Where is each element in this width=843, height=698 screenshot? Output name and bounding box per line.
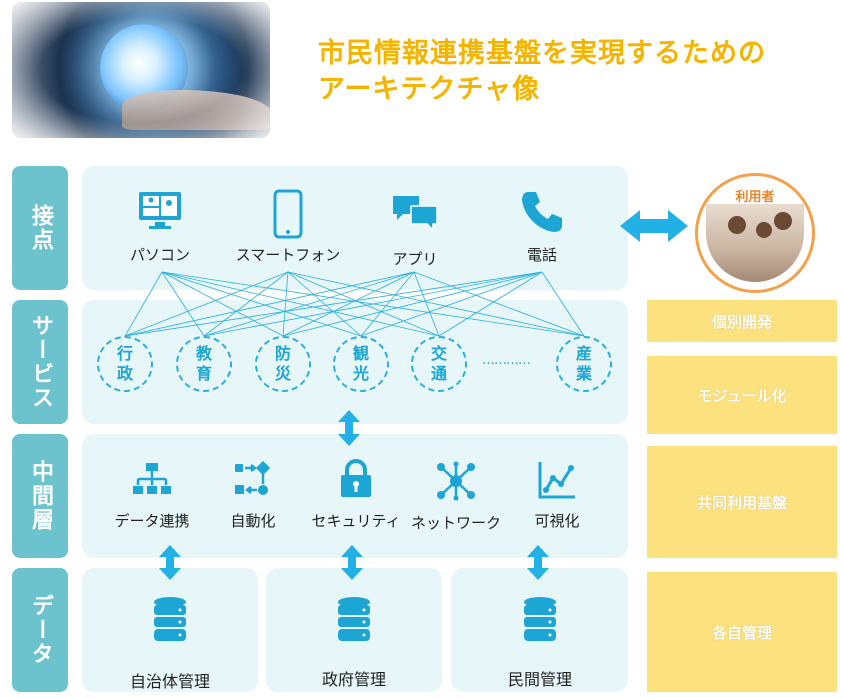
touchpoint-label: 電話 (526, 246, 557, 264)
touchpoint-panel (82, 166, 628, 290)
service-circle: 交通 (411, 336, 467, 392)
mesh-line (124, 271, 163, 337)
middleware-label: ネットワーク (410, 514, 501, 532)
service-circle: 教育 (176, 336, 232, 392)
data-store-private: 民間管理 (488, 596, 592, 690)
vertical-arrows (159, 410, 549, 580)
data-store-label: 自治体管理 (129, 672, 210, 691)
mesh-line (413, 271, 440, 337)
workflow-icon (235, 460, 271, 495)
pc-video-icon (139, 192, 181, 229)
lock-icon (341, 459, 371, 497)
touchpoint-phone: 電話 (510, 190, 574, 265)
side-label-self: 各自管理 (647, 572, 837, 692)
layer-tab-service: サービス (12, 300, 68, 424)
mesh-line (438, 271, 543, 337)
database-icon (524, 597, 556, 641)
org-chart-icon (133, 463, 171, 494)
page-title: 市民情報連携基盤を実現するための アーキテクチャ像 (318, 38, 766, 105)
mesh-line (360, 271, 415, 337)
service-circle: 産業 (556, 336, 612, 392)
mesh-line (203, 271, 289, 337)
network-icon (437, 461, 475, 501)
database-icon (338, 597, 370, 641)
middleware-label: データ連携 (114, 512, 190, 530)
middleware-label: 自動化 (230, 512, 276, 530)
side-label-individual: 個別開発 (647, 300, 837, 342)
layer-tab-middle: 中間層 (12, 434, 68, 558)
line-chart-icon (538, 462, 575, 499)
layer-tab-touchpoint: 接点 (12, 166, 68, 290)
data-store-label: 民間管理 (507, 670, 572, 689)
mesh-line (541, 271, 585, 337)
mesh-line (161, 271, 284, 337)
data-store-government: 政府管理 (302, 596, 406, 690)
service-circle: 防災 (255, 336, 311, 392)
service-circle: 行政 (97, 336, 153, 392)
side-label-module: モジュール化 (647, 356, 837, 434)
service-ellipsis: ………… (482, 353, 531, 368)
touchpoint-smartphone: スマートフォン (230, 189, 346, 265)
database-icon (154, 597, 186, 641)
middleware-security: セキュリティ (311, 458, 401, 531)
mesh-line (282, 271, 289, 337)
middleware-data-link: データ連携 (104, 462, 200, 531)
layer-tab-data: データ (12, 568, 68, 692)
smartphone-icon (273, 189, 303, 239)
mesh-line (287, 271, 362, 337)
touchpoint-label: アプリ (392, 250, 438, 268)
middleware-network: ネットワーク (410, 461, 502, 533)
mesh-line (413, 271, 585, 337)
service-circle: 観光 (333, 336, 389, 392)
side-label-common: 共同利用基盤 (647, 446, 837, 558)
mesh-line (124, 271, 415, 337)
mesh-line (287, 271, 585, 337)
mesh-line (124, 271, 543, 337)
touchpoint-label: パソコン (129, 246, 190, 264)
middleware-label: 可視化 (534, 512, 580, 530)
mesh-line (287, 271, 440, 337)
touchpoint-app: アプリ (380, 194, 450, 269)
phone-icon (522, 192, 562, 232)
mesh-line (282, 271, 415, 337)
mesh-line (360, 271, 543, 337)
mesh-line (161, 271, 440, 337)
mesh-line (282, 271, 543, 337)
middleware-automation: 自動化 (220, 460, 286, 531)
mesh-line (203, 271, 543, 337)
mesh-line (124, 271, 289, 337)
middleware-label: セキュリティ (311, 512, 401, 530)
middleware-visualization: 可視化 (524, 460, 590, 531)
chat-bubbles-icon (393, 196, 438, 232)
user-double-arrow (620, 210, 688, 242)
data-store-municipal: 自治体管理 (118, 596, 222, 692)
user-avatar: 利用者 (695, 173, 815, 293)
user-label: 利用者 (735, 190, 775, 205)
touchpoint-pc: パソコン (120, 190, 200, 265)
mesh-line (203, 271, 415, 337)
touchpoint-label: スマートフォン (235, 246, 341, 264)
data-store-label: 政府管理 (321, 670, 386, 689)
hero-image (12, 2, 270, 138)
